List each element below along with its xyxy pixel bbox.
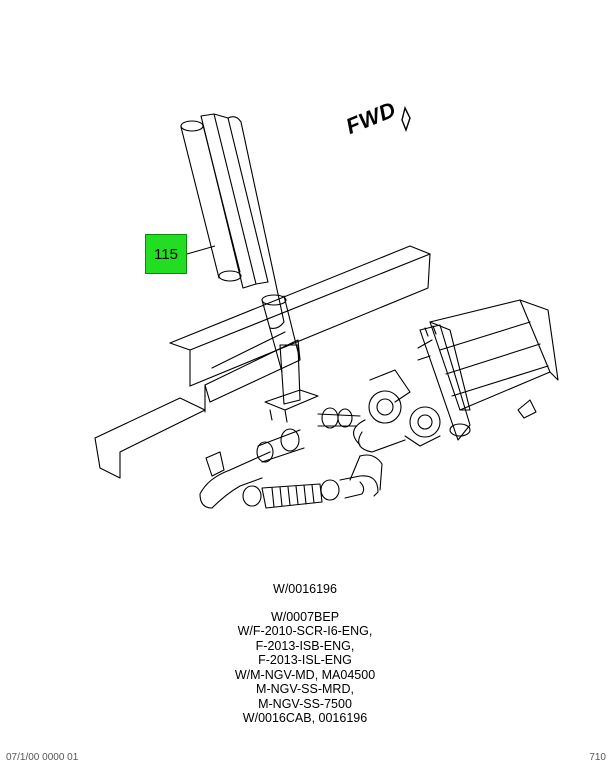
flex-hose	[242, 479, 340, 509]
frame-rail	[94, 245, 431, 479]
note-line-3: W/F-2010-SCR-I6-ENG,	[237, 624, 373, 638]
note-line-2: W/0007BEP	[270, 609, 340, 624]
aftertreatment-unit	[417, 299, 559, 441]
note-line-4: F-2013-ISB-ENG,	[255, 638, 355, 653]
footer-page: 710	[589, 752, 606, 763]
note-line-7: M-NGV-SS-MRD,	[256, 682, 354, 696]
heat-shield	[200, 113, 285, 329]
lower-pipe	[199, 451, 383, 509]
mounting-bracket	[264, 389, 319, 423]
parts-diagram	[94, 105, 559, 509]
applicability-notes: W/0016196 W/0007BEP W/F-2010-SCR-I6-ENG,…	[180, 582, 430, 726]
clamp-upper	[317, 407, 361, 429]
fwd-arrow-icon	[401, 105, 411, 133]
tailpipe-lower	[261, 294, 301, 405]
callout-leader	[186, 245, 216, 255]
exhaust-pipe-115	[180, 120, 242, 282]
note-line-8: M-NGV-SS-7500	[258, 696, 352, 711]
callout-115[interactable]: 115	[145, 234, 187, 274]
clamp-mid	[256, 428, 305, 463]
footer-date: 07/1/00 0000 01	[6, 752, 79, 763]
note-spacer	[180, 597, 430, 610]
note-line-1: W/0016196	[273, 582, 337, 596]
note-line-5: F-2013-ISL-ENG	[258, 653, 352, 667]
turbo-elbow	[353, 369, 441, 453]
note-line-9: W/0016CAB, 0016196	[242, 711, 368, 725]
note-line-6: W/M-NGV-MD, MA04500	[234, 667, 376, 682]
